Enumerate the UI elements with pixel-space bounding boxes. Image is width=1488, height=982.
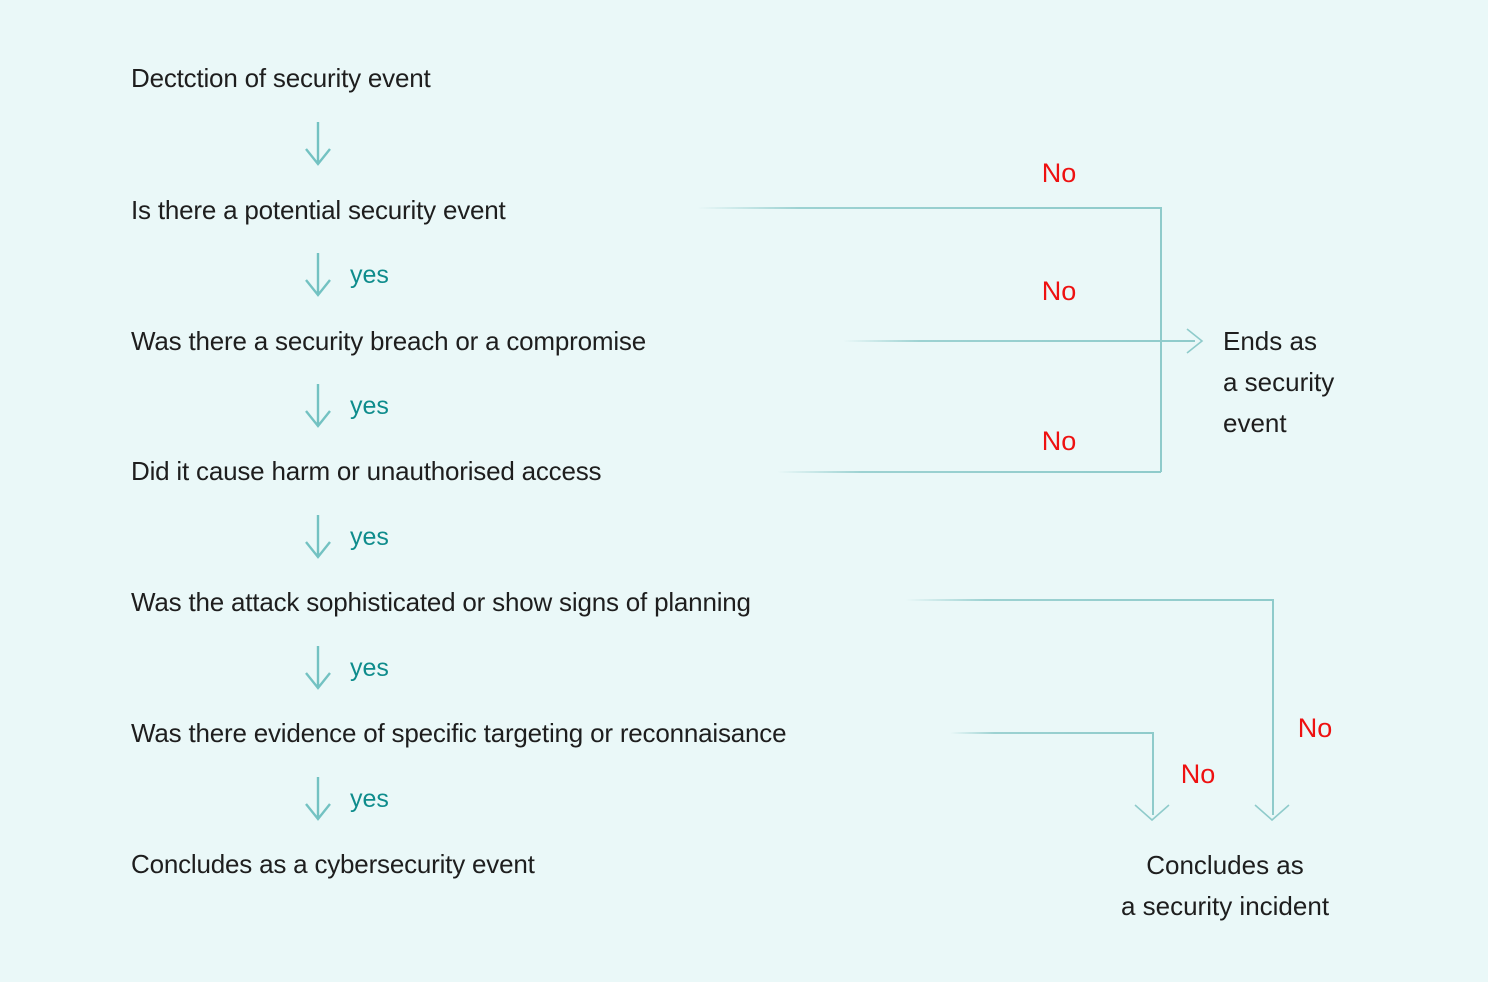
down-arrow-icon-4: [305, 515, 331, 559]
yes-label-2: yes: [350, 392, 389, 420]
no-label-potential-event: No: [1041, 158, 1077, 188]
down-arrow-icon-5: [305, 646, 331, 690]
no-label-sophisticated: No: [1297, 713, 1333, 743]
end-incident-line2: a security incident: [1120, 891, 1330, 921]
step-security-breach-compromise: Was there a security breach or a comprom…: [131, 326, 646, 356]
connector-harm-no: [777, 471, 1161, 473]
arrowhead-down-icon-outer: [1254, 804, 1290, 822]
terminal-ends-as-security-event: Ends as a security event: [1223, 321, 1334, 444]
connector-potential-event-no: [697, 207, 1161, 209]
step-potential-security-event: Is there a potential security event: [131, 195, 506, 225]
connector-merge-rail: [1160, 207, 1162, 472]
arrowhead-down-icon-inner: [1134, 804, 1170, 822]
down-arrow-icon-1: [305, 122, 331, 166]
no-label-targeting: No: [1180, 759, 1216, 789]
terminal-concludes-security-incident: Concludes as a security incident: [1025, 845, 1425, 927]
yes-label-5: yes: [350, 785, 389, 813]
step-targeting-reconnaisance: Was there evidence of specific targeting…: [131, 718, 787, 748]
end-event-line3: event: [1223, 408, 1287, 438]
connector-sophisticated-drop: [1272, 599, 1274, 815]
step-attack-sophisticated: Was the attack sophisticated or show sig…: [131, 587, 751, 617]
no-label-breach: No: [1041, 276, 1077, 306]
down-arrow-icon-6: [305, 777, 331, 821]
step-concludes-cybersecurity-event: Concludes as a cybersecurity event: [131, 849, 535, 879]
down-arrow-icon-2: [305, 253, 331, 297]
yes-label-3: yes: [350, 523, 389, 551]
step-detection-of-security-event: Dectction of security event: [131, 63, 431, 93]
connector-targeting-drop: [1152, 732, 1154, 815]
connector-targeting-no: [950, 732, 1153, 734]
end-incident-line1: Concludes as: [1146, 850, 1304, 880]
yes-label-4: yes: [350, 654, 389, 682]
end-event-line2: a security: [1223, 367, 1335, 397]
no-label-harm: No: [1041, 426, 1077, 456]
connector-breach-no: [843, 340, 1195, 342]
connector-sophisticated-no: [905, 599, 1273, 601]
down-arrow-icon-3: [305, 384, 331, 428]
end-event-line1: Ends as: [1223, 326, 1317, 356]
arrowhead-right-icon: [1186, 328, 1204, 354]
step-harm-unauthorised-access: Did it cause harm or unauthorised access: [131, 456, 602, 486]
yes-label-1: yes: [350, 261, 389, 289]
